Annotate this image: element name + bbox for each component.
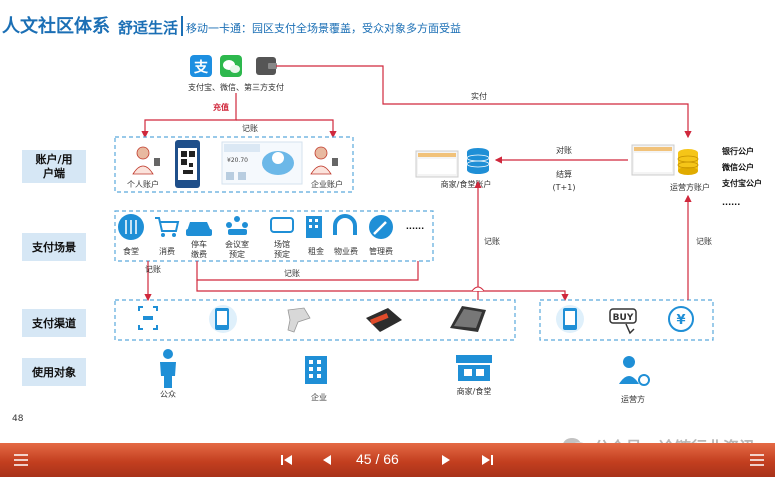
cart-icon [155,217,180,237]
menu-icon[interactable] [12,451,30,469]
canteen-icon [118,214,144,240]
scene-label-property: 物业费 [334,246,358,256]
title-description: 移动一卡通：园区支付全场景覆盖，受众对象多方面受益 [186,22,462,35]
bank-list-item: 支付宝公户 [721,178,762,188]
mobile-pay-icon [556,305,584,333]
svg-text:BUY: BUY [613,313,634,323]
target-label-public: 公众 [160,390,176,399]
scene-label-rent: 租金 [308,246,324,256]
slide-diagram: 账户/用 户端 支付场景 支付渠道 使用对象 支 支付宝、微信、第三方支付 充值… [22,55,762,404]
row-label-channel: 支付渠道 [22,309,86,337]
operator-account-label: 运营方账户 [670,182,710,192]
face-device-icon [450,306,486,332]
enterprise-account-label: 企业账户 [311,179,343,189]
enterprise-building-icon [305,356,327,384]
scene-label-meeting-1: 会议室 [225,239,249,249]
row-account-line2: 户端 [43,166,65,180]
scene-label-management: 管理费 [369,246,393,256]
jizhang-top-label: 记账 [242,124,258,133]
title-main: 人文社区体系 [2,16,110,37]
buy-button-icon: BUY [609,308,637,335]
venue-icon [270,217,294,233]
person-icon [160,349,176,388]
jizhang-flow2-label: 记账 [284,269,300,278]
jiesuan-label: 结算 [556,169,572,179]
scene-label-parking-2: 缴费 [191,249,207,259]
alipay-icon: 支 [190,55,212,77]
row-channel-text: 支付渠道 [31,316,76,330]
target-label-merchant: 商家/食堂 [457,386,492,396]
amount-text: ¥20.70 [227,157,248,164]
car-icon [186,222,212,236]
merchant-account-label: 商家/食堂账户 [441,179,492,189]
row-target-text: 使用对象 [31,365,76,379]
qr-phone-icon [175,140,200,188]
operator-screen-icon [631,144,675,176]
wallet-icon [256,57,277,75]
prev-page-icon[interactable] [318,451,336,469]
svg-text:¥: ¥ [676,313,685,328]
bank-list-item: ...... [722,198,740,207]
shifu-label: 实付 [471,91,487,101]
target-label-operator: 运营方 [621,394,645,404]
pos-terminal-icon [366,308,402,332]
jizhang-flow1-label: 记账 [145,265,161,274]
viewer-toolbar: 45 / 66 [0,443,775,477]
jizhang-right-label: 记账 [696,237,712,246]
app-screen-icon: ¥20.70 [221,141,303,185]
scene-label-venue-1: 场馆 [274,239,290,249]
pay-methods-label: 支付宝、微信、第三方支付 [188,82,284,92]
operator-person-icon [619,356,650,386]
first-page-icon[interactable] [278,451,296,469]
enterprise-user-icon [310,146,338,175]
wrench-icon [369,215,393,239]
svg-text:支: 支 [193,59,209,76]
personal-user-icon [132,146,160,175]
scene-label-more: ...... [406,222,424,231]
scene-label-meeting-2: 预定 [229,249,245,259]
shop-icon [456,355,492,381]
yen-refresh-icon: ¥ [668,306,694,332]
scene-label-canteen: 食堂 [123,246,139,256]
wechat-icon [220,55,242,77]
menu-icon[interactable] [748,451,766,469]
title-divider [181,16,184,36]
scene-label-venue-2: 预定 [274,249,290,259]
merchant-database-icon [466,148,490,174]
next-page-icon[interactable] [437,451,455,469]
row-scene-text: 支付场景 [31,240,76,254]
handheld-scanner-icon [287,307,311,333]
bank-list-item: 微信公户 [721,162,754,172]
phone-pay-icon [209,305,237,333]
slide-page-number: 48 [12,414,24,424]
merchant-screen-icon [415,150,459,178]
row-account-line1: 账户/用 [35,152,72,166]
last-page-icon[interactable] [478,451,496,469]
meeting-icon [226,216,248,235]
slide-title: 人文社区体系 舒适生活 移动一卡通：园区支付全场景覆盖，受众对象多方面受益 [2,8,461,38]
title-sub: 舒适生活 [118,19,179,37]
scene-label-consume: 消费 [159,246,175,256]
operator-coins-icon [677,149,699,175]
personal-account-label: 个人账户 [127,179,159,189]
magnet-icon [333,214,357,235]
jizhang-left-label: 记账 [484,237,500,246]
page-separator: / [375,451,380,467]
bank-list-item: 银行公户 [721,146,754,156]
building-icon [306,216,322,238]
duizhang-label: 对账 [556,145,572,155]
t1-label: (T+1) [553,183,576,192]
recharge-label: 充值 [213,102,229,112]
target-label-enterprise: 企业 [311,392,327,402]
row-label-target: 使用对象 [22,358,86,386]
row-label-scene: 支付场景 [22,233,86,261]
total-pages: 66 [383,451,399,467]
page-indicator: 45 / 66 [356,451,399,467]
current-page: 45 [356,451,372,467]
row-label-account: 账户/用 户端 [22,150,86,183]
scene-label-parking-1: 停车 [191,239,207,249]
scan-icon [138,306,158,330]
